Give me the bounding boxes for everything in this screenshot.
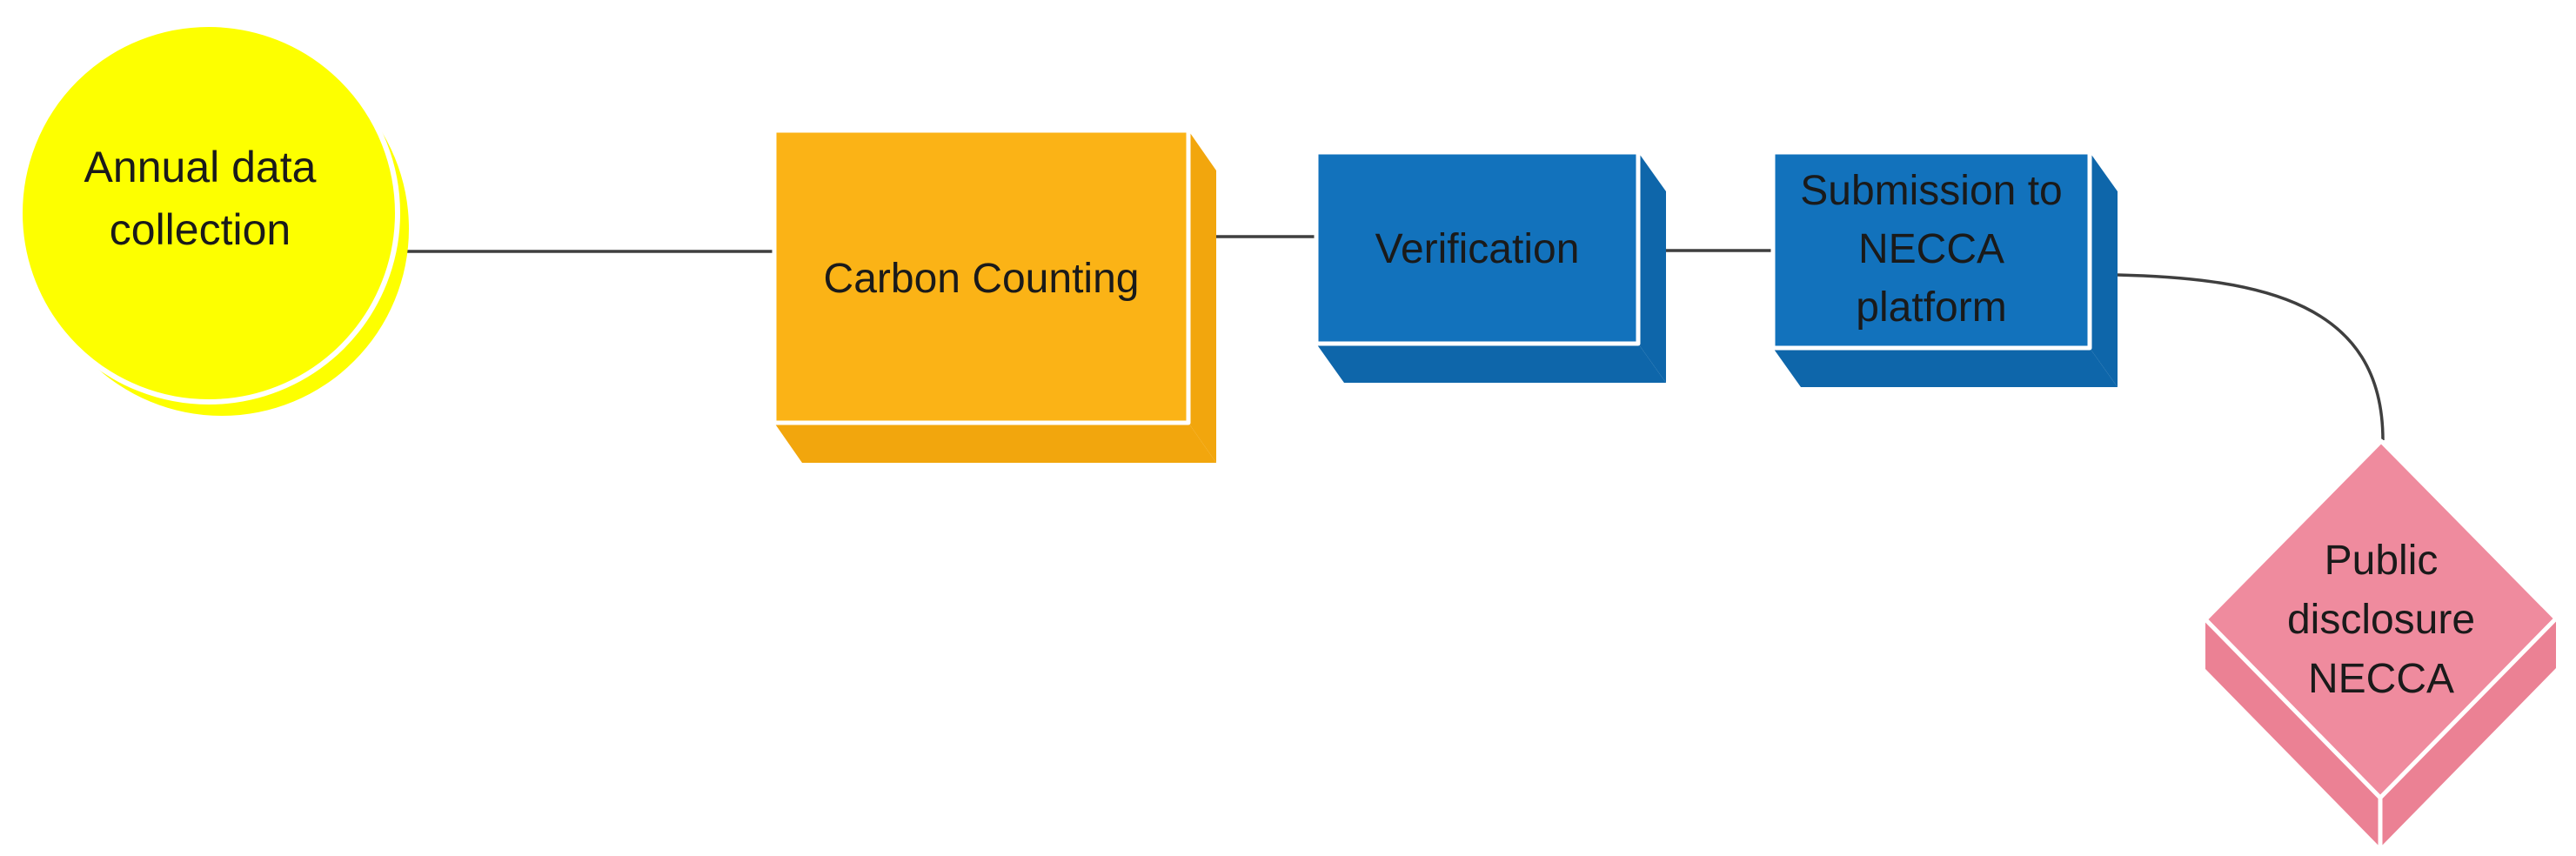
circle-front-face bbox=[17, 22, 400, 405]
node-verification: Verification bbox=[1314, 150, 1666, 383]
diamond-left-facet bbox=[2205, 619, 2380, 847]
connector-submission-to-disclosure-curve bbox=[2117, 273, 2385, 441]
node-label: NECCA bbox=[1858, 226, 2004, 272]
node-label: Public bbox=[2325, 538, 2439, 584]
node-label: Annual data bbox=[84, 143, 317, 191]
connectors bbox=[391, 235, 2385, 441]
diamond-front-face bbox=[2203, 438, 2559, 800]
node-public-disclosure-necca: Public disclosure NECCA bbox=[2203, 438, 2559, 849]
cube-right-face bbox=[1638, 152, 1666, 383]
node-submission-necca-platform: Submission to NECCA platform bbox=[1770, 150, 2118, 387]
node-label: disclosure bbox=[2287, 597, 2475, 643]
node-label: NECCA bbox=[2308, 656, 2454, 702]
cube-bottom-face bbox=[1316, 344, 1666, 383]
node-label: Carbon Counting bbox=[824, 256, 1140, 302]
cube-front-face bbox=[772, 128, 1191, 425]
cube-bottom-face bbox=[1773, 348, 2118, 387]
diamond-right-facet bbox=[2380, 619, 2556, 847]
cube-bottom-face bbox=[774, 423, 1216, 463]
node-carbon-counting: Carbon Counting bbox=[772, 128, 1216, 463]
node-label: collection bbox=[110, 205, 291, 254]
node-label: platform bbox=[1856, 284, 2006, 331]
node-label: Verification bbox=[1375, 226, 1580, 272]
node-label: Submission to bbox=[1800, 168, 2062, 214]
cube-front-face bbox=[1770, 150, 2092, 351]
node-annual-data-collection: Annual data collection bbox=[17, 22, 409, 416]
cube-right-face bbox=[2090, 152, 2118, 387]
cube-right-face bbox=[1188, 130, 1216, 463]
cube-front-face bbox=[1314, 150, 1641, 346]
